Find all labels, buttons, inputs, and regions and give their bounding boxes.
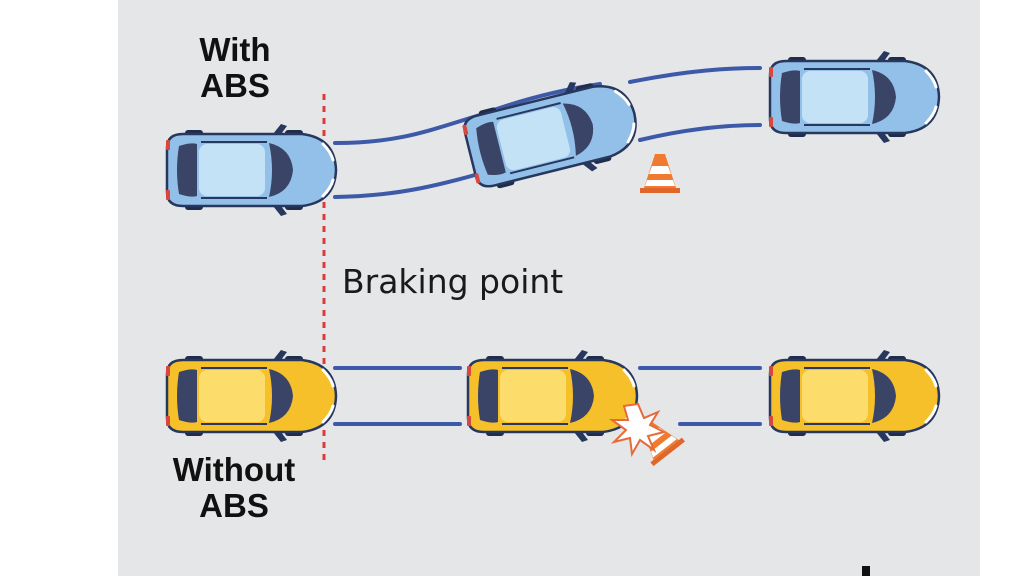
non-abs-car-middle (465, 348, 639, 444)
car-top-view-icon (767, 348, 941, 444)
traffic-cone-icon (640, 154, 680, 193)
with-abs-label: With ABS (199, 31, 271, 104)
abs-car-start (164, 122, 338, 218)
page-edge-mark (862, 566, 870, 576)
non-abs-car-end (767, 348, 941, 444)
braking-point-label: Braking point (342, 262, 564, 301)
abs-car-end (767, 49, 941, 145)
car-top-view-icon (164, 348, 338, 444)
non-abs-tire-tracks (333, 366, 762, 426)
car-top-view-icon (465, 348, 639, 444)
car-top-view-icon (456, 67, 647, 201)
car-top-view-icon (767, 49, 941, 145)
car-top-view-icon (164, 122, 338, 218)
non-abs-car-start (164, 348, 338, 444)
abs-car-swerving (456, 67, 647, 201)
without-abs-label: Without ABS (172, 451, 296, 524)
impact-burst-icon (608, 402, 667, 458)
